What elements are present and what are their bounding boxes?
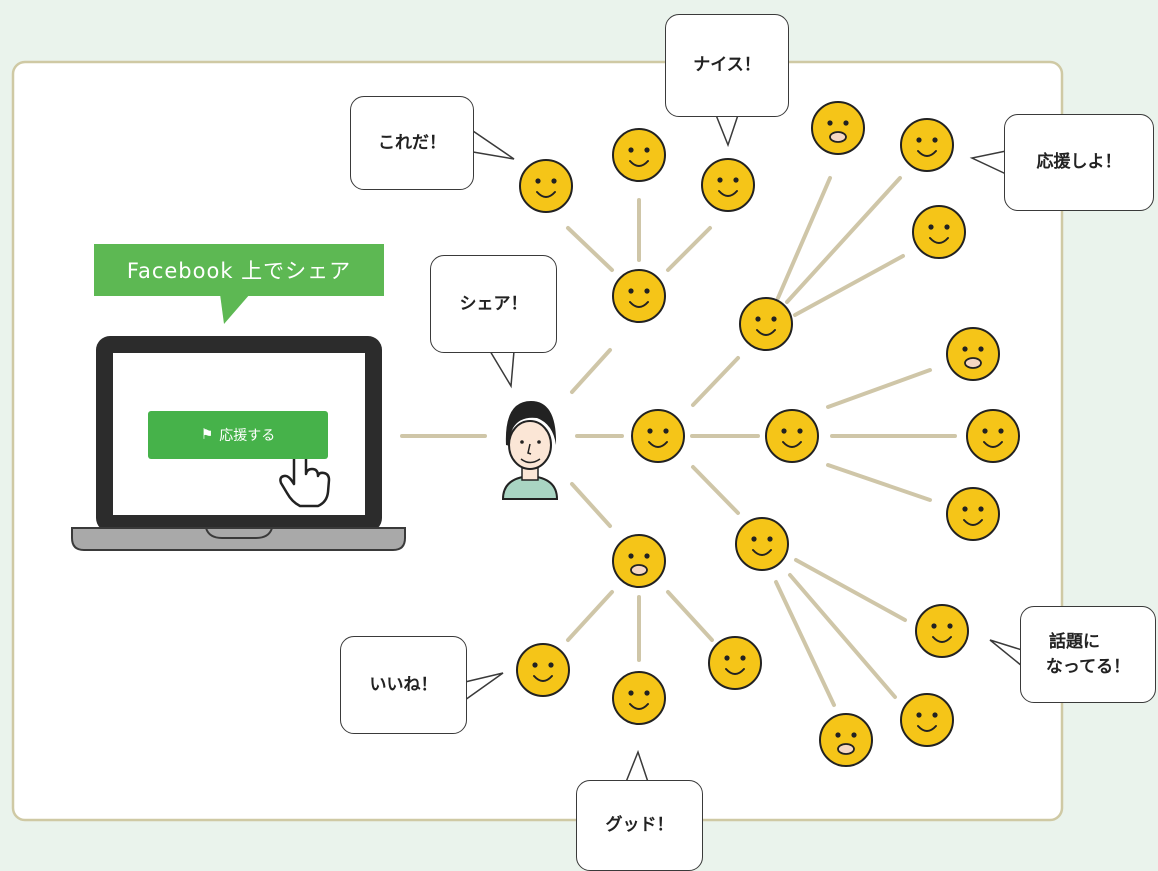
smiley-face-icon bbox=[612, 269, 666, 323]
connectors bbox=[400, 176, 957, 707]
bubble-text: シェア！ bbox=[459, 293, 528, 314]
connector bbox=[774, 580, 836, 707]
bubble-ouen: 応援しよ！ bbox=[1004, 114, 1154, 211]
smiley-face-icon bbox=[516, 643, 570, 697]
bubble-nice: ナイス！ bbox=[665, 14, 789, 117]
smiley-face-icon bbox=[765, 409, 819, 463]
connector bbox=[826, 463, 932, 502]
connector bbox=[691, 356, 740, 407]
cheer-button[interactable]: ⚑ 応援する bbox=[148, 411, 328, 459]
bubble-tail bbox=[969, 150, 1007, 175]
smiley-face-icon bbox=[739, 297, 793, 351]
bubble-text-line1: 話題に bbox=[1049, 631, 1100, 652]
bubble-text: グッド！ bbox=[605, 815, 674, 836]
smiley-face-icon bbox=[612, 128, 666, 182]
smiley-face-icon bbox=[701, 158, 755, 212]
smiley-face-icon bbox=[819, 713, 873, 767]
bubble-iine: いいね！ bbox=[340, 636, 467, 734]
connector bbox=[566, 590, 614, 642]
smiley-face-icon bbox=[912, 205, 966, 259]
share-on-facebook-label: Facebook 上でシェア bbox=[94, 244, 384, 296]
bubble-tail bbox=[489, 350, 515, 389]
connector bbox=[691, 465, 740, 515]
smiley-face-icon bbox=[735, 517, 789, 571]
smiley-face-icon bbox=[811, 101, 865, 155]
smiley-face-icon bbox=[612, 534, 666, 588]
smiley-face-icon bbox=[946, 487, 1000, 541]
bubble-tail bbox=[989, 639, 1023, 667]
smiley-face-icon bbox=[631, 409, 685, 463]
bubble-tail bbox=[464, 672, 504, 701]
connector bbox=[570, 482, 612, 528]
bubble-share: シェア！ bbox=[430, 255, 557, 353]
smiley-face-icon bbox=[966, 409, 1020, 463]
bubble-tail bbox=[472, 130, 515, 160]
bubble-text: いいね！ bbox=[369, 674, 438, 695]
connector bbox=[666, 226, 712, 272]
smiley-faces bbox=[516, 101, 1020, 767]
connector bbox=[793, 254, 905, 317]
bubble-tail bbox=[625, 749, 649, 783]
smiley-face-icon bbox=[900, 693, 954, 747]
bubble-tails bbox=[464, 114, 1023, 783]
connector bbox=[570, 348, 612, 394]
cheer-button-label: 応援する bbox=[219, 428, 276, 444]
smiley-face-icon bbox=[612, 671, 666, 725]
connector bbox=[794, 558, 907, 622]
connector bbox=[666, 590, 714, 642]
smiley-face-icon bbox=[946, 327, 1000, 381]
bubble-good: グッド！ bbox=[576, 780, 703, 871]
smiley-face-icon bbox=[915, 604, 969, 658]
bubble-text: 応援しよ！ bbox=[1036, 152, 1122, 173]
bubble-text: ナイス！ bbox=[693, 55, 761, 76]
woman-avatar bbox=[501, 401, 559, 500]
smiley-face-icon bbox=[708, 636, 762, 690]
bubble-tail bbox=[715, 114, 739, 148]
connector bbox=[566, 226, 614, 272]
bubble-text-line2: なってる！ bbox=[1045, 656, 1131, 677]
smiley-face-icon bbox=[519, 159, 573, 213]
smiley-face-icon bbox=[900, 118, 954, 172]
bubble-wadai: 話題に なってる！ bbox=[1020, 606, 1156, 703]
bubble-text: これだ！ bbox=[378, 132, 446, 153]
flag-icon: ⚑ bbox=[200, 427, 214, 443]
label-pointer bbox=[220, 294, 250, 324]
connector bbox=[785, 176, 902, 304]
connector bbox=[826, 368, 932, 409]
connector bbox=[776, 176, 832, 300]
connector bbox=[788, 573, 897, 699]
bubble-koreda: これだ！ bbox=[350, 96, 474, 190]
